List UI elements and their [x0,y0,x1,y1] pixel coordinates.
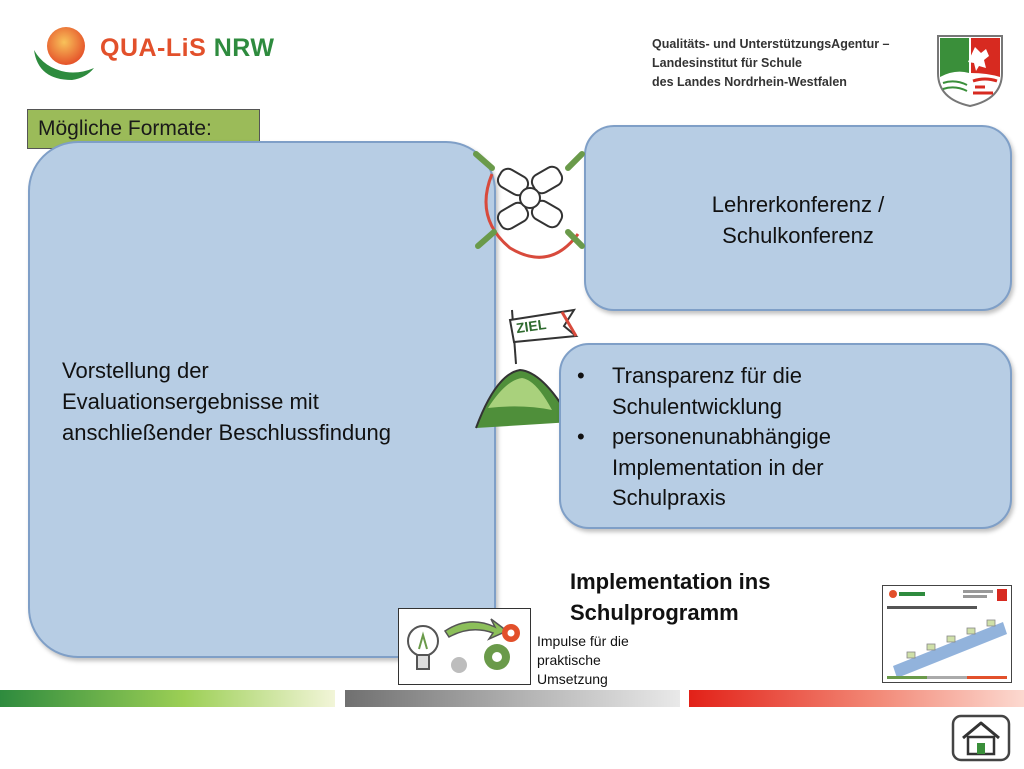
text-line: Lehrerkonferenz / [711,192,885,217]
left-panel-text: Vorstellung der Evaluationsergebnisse mi… [62,355,482,448]
text-line: personenunabhängige [612,424,831,449]
text-line: Implementation in der [612,454,824,480]
org-line: Qualitäts- und UnterstützungsAgentur – [652,37,890,51]
home-button[interactable] [949,712,1013,764]
title-line: Schulprogramm [570,600,739,625]
organization-name: Qualitäts- und UnterstützungsAgentur – L… [652,35,890,92]
title-line: Implementation ins [570,569,771,594]
org-line: Landesinstitut für Schule [652,56,803,70]
text-line: Schulpraxis [612,485,726,510]
text-line: Schulkonferenz [722,223,874,248]
logo-wordmark: QUA-LiS NRW [100,34,274,63]
text-line: Impulse für die [537,633,629,649]
sun-arc-logo-icon [34,27,94,80]
text-line: Transparenz für die [612,363,802,388]
home-icon [951,714,1011,762]
text-line: praktische [537,652,601,668]
list-item: Transparenz für die Schulentwicklung [577,361,997,422]
logo-prefix: QUA-LiS [100,34,214,62]
implementation-title: Implementation ins Schulprogramm [570,566,870,628]
text-line: Schulentwicklung [612,393,782,419]
benefits-list: Transparenz für die Schulentwicklung per… [577,361,997,514]
document-thumbnail[interactable] [882,585,1012,683]
org-line: des Landes Nordrhein-Westfalen [652,75,847,89]
lightbulb-gears-icon [407,618,520,673]
logo-suffix: NRW [213,34,275,62]
footer-bar-red [689,690,1024,707]
mountain-goal-flag-icon: ZIEL [472,300,588,434]
text-line: Umsetzung [537,671,608,687]
impulse-link-thumbnail[interactable] [398,608,531,685]
joined-hands-icon [470,148,588,264]
text-line: Evaluationsergebnisse mit [62,389,319,414]
footer-bar-grey [345,690,680,707]
list-item: personenunabhängige Implementation in de… [577,422,997,514]
top-right-panel-text: Lehrerkonferenz / Schulkonferenz [584,189,1012,251]
left-panel [28,141,496,658]
impulse-label: Impulse für die praktische Umsetzung [537,632,657,689]
top-right-panel [584,125,1012,311]
nrw-crest-icon [935,33,1005,109]
document-thumbnail-icon [887,589,1007,679]
footer-bar-green [0,690,335,707]
text-line: anschließender Beschlussfindung [62,420,391,445]
text-line: Vorstellung der [62,358,209,383]
qualis-logo [28,22,268,86]
